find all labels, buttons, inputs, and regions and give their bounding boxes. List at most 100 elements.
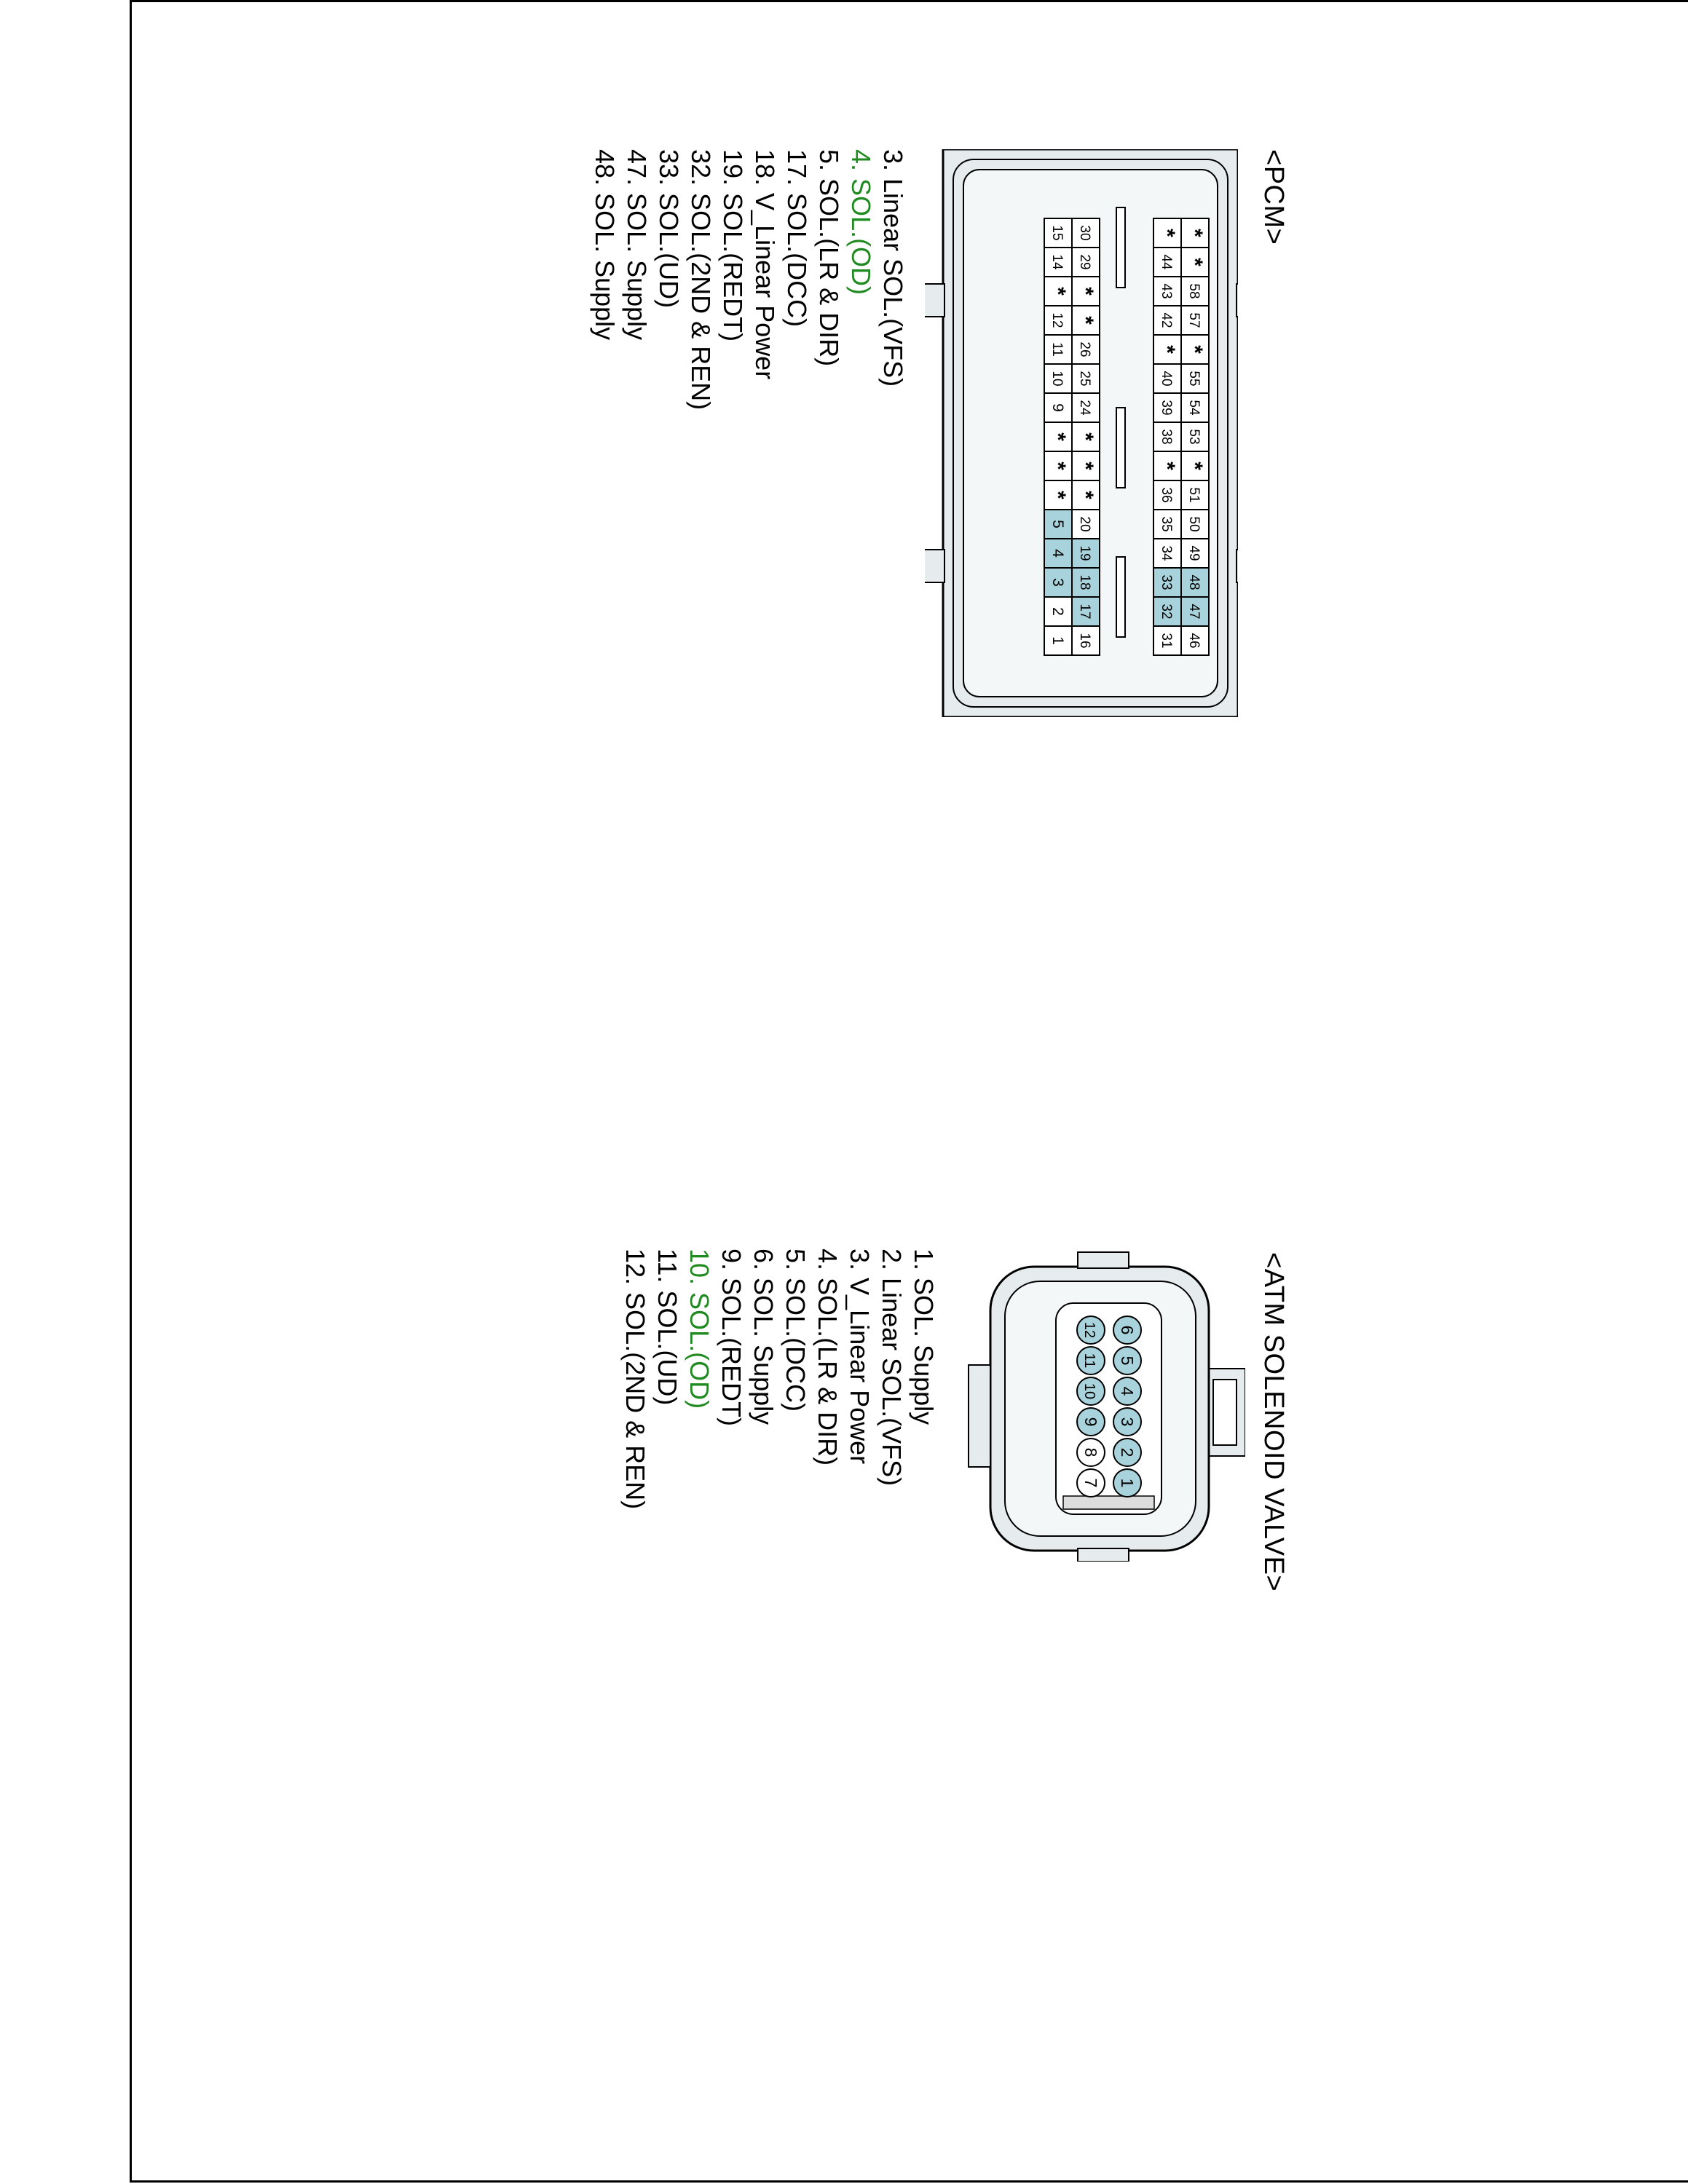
pcm-pin-number: 17 — [1077, 604, 1092, 619]
pcm-pin-label: 5. SOL.(LR & DIR) — [814, 149, 844, 367]
atm-pin-circle — [1113, 1346, 1142, 1375]
atm-pin-number: 9 — [1081, 1417, 1100, 1427]
atm-pin-circle — [1076, 1438, 1105, 1467]
pcm-pin-number: 47 — [1186, 604, 1202, 619]
pcm-pin-number: 53 — [1186, 429, 1202, 444]
pcm-pin-number: 54 — [1186, 400, 1202, 416]
pcm-pin-number: 32 — [1159, 604, 1174, 619]
atm-pin-circle — [1076, 1315, 1105, 1345]
pcm-pin-cell — [1044, 625, 1073, 656]
atm-pin-label: 2. Linear SOL.(VFS) — [877, 1249, 907, 1487]
pcm-pin-number: 4 — [1049, 549, 1066, 558]
pcm-pin-number: * — [1046, 432, 1070, 441]
pcm-pin-number: * — [1073, 462, 1097, 470]
pcm-pin-number: 19 — [1077, 545, 1092, 561]
atm-pin-label: 11. SOL.(UD) — [652, 1249, 682, 1406]
atm-pin-circle — [1076, 1346, 1105, 1375]
atm-pin-label: 6. SOL. Supply — [749, 1249, 778, 1425]
pcm-pin-number: 24 — [1077, 400, 1092, 416]
pcm-pin-number: 3 — [1049, 578, 1066, 587]
pcm-pin-number: 38 — [1159, 429, 1174, 444]
pcm-pin-number: 25 — [1077, 371, 1092, 386]
pcm-pin-number: 9 — [1049, 403, 1066, 412]
atm-pin-circle — [1113, 1377, 1142, 1406]
pcm-pin-number: * — [1073, 287, 1097, 296]
pcm-pin-number: * — [1155, 229, 1179, 237]
atm-pin-label: 10. SOL.(OD) — [685, 1249, 714, 1409]
pcm-pin-number: 46 — [1186, 633, 1202, 648]
atm-pin-number: 10 — [1081, 1383, 1097, 1399]
pcm-pin-number: 51 — [1186, 487, 1202, 502]
atm-pin-circle — [1113, 1407, 1142, 1436]
pcm-pin-number: 30 — [1077, 225, 1092, 240]
atm-pin-circle — [1113, 1468, 1142, 1497]
page-frame — [130, 0, 1688, 2183]
pcm-pin-label: 4. SOL.(OD) — [846, 149, 876, 296]
pcm-pin-number: * — [1183, 229, 1207, 237]
atm-pin-label: 3. V_Linear Power — [845, 1249, 875, 1465]
atm-pin-number: 2 — [1118, 1448, 1137, 1457]
pcm-pin-number: * — [1155, 462, 1179, 470]
atm-pin-circle — [1113, 1438, 1142, 1467]
pcm-pin-number: * — [1183, 462, 1207, 470]
pcm-pin-number: 1 — [1049, 636, 1066, 645]
atm-pin-label: 9. SOL.(REDT) — [717, 1249, 746, 1427]
pcm-pin-label: 48. SOL. Supply — [590, 149, 620, 341]
pcm-pin-number: * — [1183, 258, 1207, 266]
pcm-pin-number: 50 — [1186, 516, 1202, 531]
pcm-title: <PCM> — [1258, 149, 1289, 245]
pcm-pin-label: 17. SOL.(DCC) — [782, 149, 812, 328]
atm-pin-label: 4. SOL.(LR & DIR) — [813, 1249, 843, 1466]
atm-pin-label: 1. SOL. Supply — [909, 1249, 939, 1425]
pcm-pin-number: 34 — [1159, 545, 1174, 561]
atm-pin-circle — [1076, 1407, 1105, 1436]
pcm-pin-number: 58 — [1186, 283, 1202, 298]
pcm-pin-number: 36 — [1159, 487, 1174, 502]
atm-pin-number: 5 — [1118, 1356, 1137, 1366]
atm-pin-number: 12 — [1081, 1322, 1097, 1338]
atm-pin-label: 12. SOL.(2ND & REN) — [620, 1249, 650, 1510]
atm-pin-circle — [1076, 1377, 1105, 1406]
atm-pin-circle — [1076, 1468, 1105, 1497]
pcm-pin-number: 49 — [1186, 545, 1202, 561]
pcm-pin-label: 18. V_Linear Power — [750, 149, 780, 380]
pcm-pin-number: * — [1046, 462, 1070, 470]
atm-pin-label: 5. SOL.(DCC) — [781, 1249, 811, 1412]
pcm-pin-number: * — [1073, 316, 1097, 325]
pcm-pin-number: 2 — [1049, 607, 1066, 616]
pcm-pin-label: 3. Linear SOL.(VFS) — [878, 149, 908, 387]
atm-pin-number: 3 — [1118, 1417, 1137, 1427]
pcm-pin-label: 33. SOL.(UD) — [654, 149, 684, 309]
pcm-pin-number: 43 — [1159, 283, 1174, 298]
pcm-pin-number: 12 — [1049, 312, 1065, 328]
pcm-pin-number: 20 — [1077, 516, 1092, 531]
pcm-pin-number: * — [1046, 491, 1070, 499]
atm-pin-number: 4 — [1118, 1387, 1137, 1396]
pcm-pin-number: 44 — [1159, 254, 1174, 270]
pcm-pin-number: * — [1155, 345, 1179, 354]
pcm-pin-number: * — [1073, 432, 1097, 441]
pcm-pin-number: 10 — [1049, 371, 1065, 386]
pcm-pin-number: 31 — [1159, 633, 1174, 648]
pcm-pin-label: 32. SOL.(2ND & REN) — [686, 149, 716, 411]
pcm-pin-number: 35 — [1159, 516, 1174, 531]
pcm-pin-number: 18 — [1077, 574, 1092, 590]
atm-pin-circle — [1113, 1315, 1142, 1345]
pcm-pin-label: 19. SOL.(REDT) — [718, 149, 748, 342]
pcm-pin-number: 48 — [1186, 574, 1202, 590]
pcm-pin-number: 16 — [1077, 633, 1092, 648]
pcm-pin-label: 47. SOL. Supply — [622, 149, 652, 341]
pcm-pin-number: 11 — [1049, 342, 1065, 357]
pcm-pin-cell — [1153, 625, 1182, 656]
pcm-pin-number: 40 — [1159, 371, 1174, 386]
pcm-pin-number: 55 — [1186, 371, 1202, 386]
pcm-pin-number: 14 — [1049, 254, 1065, 270]
pcm-pin-number: 42 — [1159, 312, 1174, 328]
pcm-pin-number: 26 — [1077, 341, 1092, 357]
pcm-pin-number: 15 — [1049, 225, 1065, 240]
atm-pin-number: 7 — [1081, 1479, 1100, 1488]
pcm-pin-number: 29 — [1077, 254, 1092, 269]
atm-pin-number: 11 — [1081, 1353, 1097, 1369]
